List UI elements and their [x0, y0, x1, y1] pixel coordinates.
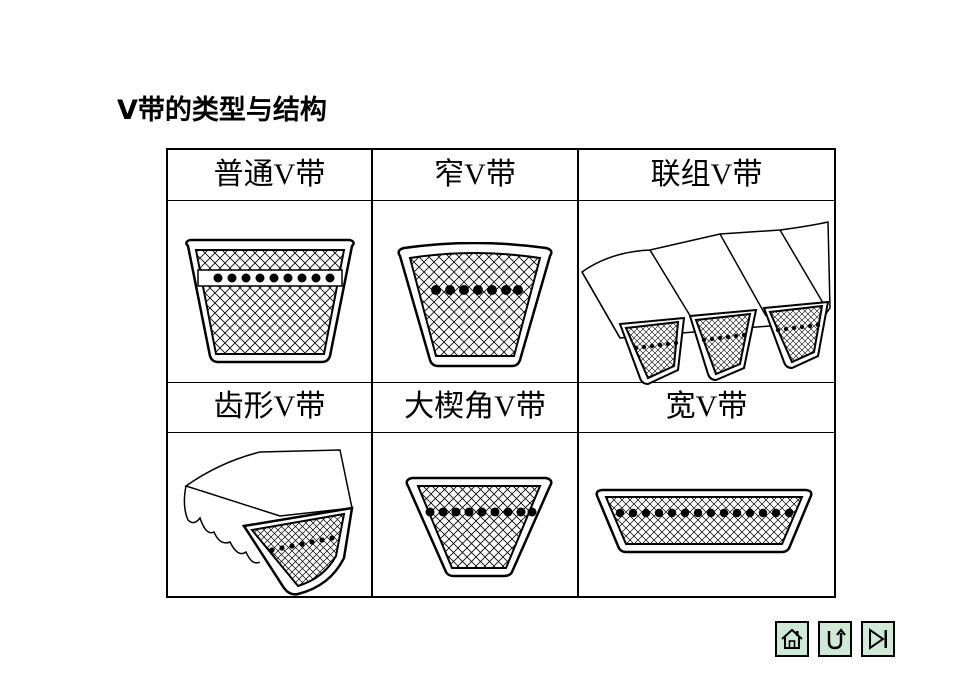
ordinary-v-belt-illustration	[185, 238, 355, 364]
narrow-v-belt-illustration	[397, 242, 553, 368]
grid-line	[168, 432, 834, 433]
wide-v-belt-illustration	[595, 488, 813, 554]
page-title: V带的类型与结构	[117, 95, 327, 126]
belt-types-table: 普通V带 窄V带 联组V带 齿形V带 大楔角V带 宽V带	[166, 148, 836, 598]
joined-v-belt-illustration	[581, 221, 831, 386]
grid-line	[371, 150, 373, 596]
cell-label-narrow: 窄V带	[434, 158, 516, 191]
next-icon	[869, 628, 887, 650]
grid-line	[168, 382, 834, 383]
home-button[interactable]	[775, 621, 809, 657]
cell-label-ordinary: 普通V带	[213, 158, 326, 191]
return-button[interactable]	[818, 621, 852, 657]
cell-label-wide-angle: 大楔角V带	[404, 390, 546, 423]
return-icon	[827, 628, 846, 650]
cell-label-toothed: 齿形V带	[213, 390, 326, 423]
cell-label-joined: 联组V带	[650, 158, 763, 191]
cell-label-wide: 宽V带	[665, 390, 748, 423]
wide-angle-v-belt-illustration	[405, 476, 553, 578]
grid-line	[168, 200, 834, 201]
grid-line	[577, 150, 579, 596]
next-button[interactable]	[861, 621, 895, 657]
home-icon	[781, 628, 803, 649]
toothed-v-belt-illustration	[183, 449, 354, 596]
